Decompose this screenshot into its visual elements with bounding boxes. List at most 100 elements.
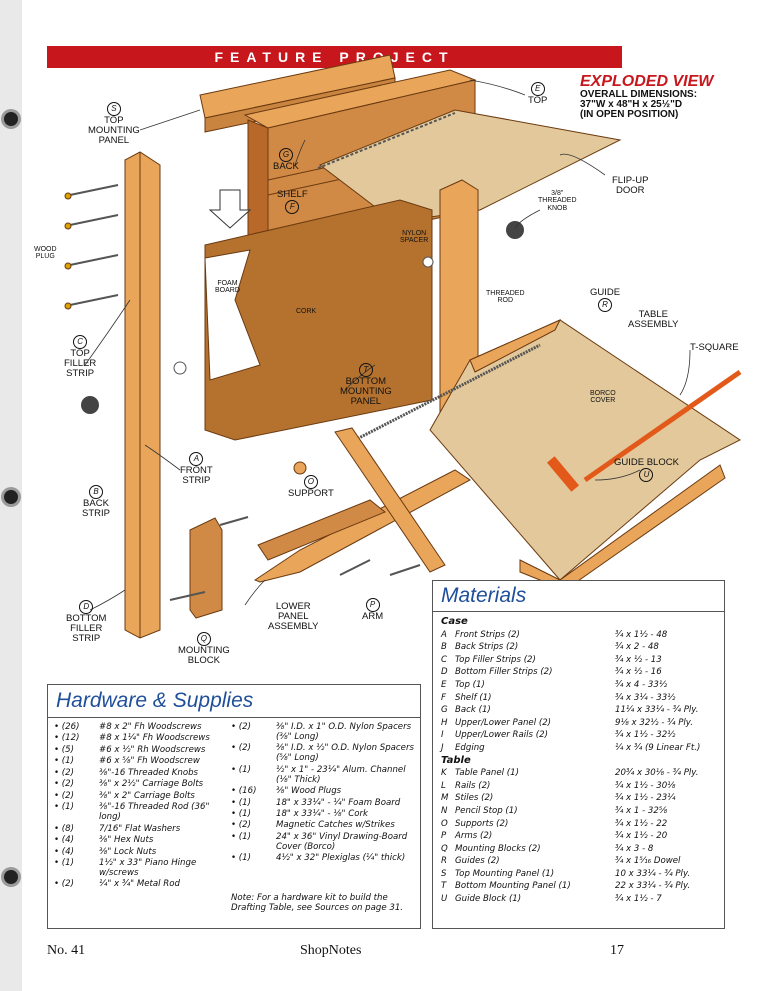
label-bottom-filler-strip: D BOTTOM FILLER STRIP — [66, 600, 107, 644]
materials-letter: T — [441, 881, 447, 892]
label-top-mounting-panel: S TOP MOUNTING PANEL — [88, 102, 140, 146]
label-top-filler-strip: C TOP FILLER STRIP — [64, 335, 97, 379]
hardware-item: • (1) ⅜"-16 Threaded Rod (36" long) — [54, 802, 224, 823]
label-nylon-spacer: NYLON SPACER — [400, 230, 429, 245]
materials-name: Upper/Lower Panel (2) — [455, 717, 552, 728]
hardware-quantity: • (1) — [54, 756, 74, 767]
hardware-description: ⅜" Wood Plugs — [276, 786, 342, 797]
hardware-item: • (4)⅜" Lock Nuts — [54, 847, 224, 858]
hardware-description: #8 x 2" Fh Woodscrews — [99, 722, 202, 732]
materials-name: Shelf (1) — [455, 692, 492, 703]
materials-size: 10 x 33¼ - ¾ Ply. — [615, 868, 691, 879]
label-wood-plug: WOOD PLUG — [34, 246, 57, 261]
materials-size: ¼ x ¾ (9 Linear Ft.) — [615, 742, 701, 753]
materials-name: Supports (2) — [455, 818, 509, 829]
materials-size: ¾ x 1½ - 30⅛ — [615, 780, 676, 791]
materials-size: 20¾ x 30⅛ - ¾ Ply. — [615, 768, 699, 779]
hardware-item: • (2)⅜" I.D. x 1" O.D. Nylon Spacers (⅜"… — [231, 722, 416, 743]
materials-size: ¾ x 1½ - 20 — [615, 831, 668, 842]
materials-size: ¾ x 1½ - 48 — [615, 629, 668, 640]
hardware-description: 1½" x 33" Piano Hinge w/screws — [99, 858, 197, 878]
hardware-description: ¼" x ¾" Metal Rod — [99, 879, 180, 890]
overall-dimensions-value: 37"W x 48"H x 25½"D — [580, 99, 683, 110]
materials-name: Top (1) — [455, 679, 485, 690]
hardware-quantity: • (26) — [54, 722, 80, 732]
hardware-item: • (1)4½" x 32" Plexiglas (¼" thick) — [231, 853, 416, 864]
hardware-description: ⅜"-16 Threaded Rod (36" long) — [99, 802, 210, 823]
support-arm-shape — [334, 427, 446, 573]
hardware-description: 18" x 33¼" - ¼" Foam Board — [276, 797, 401, 808]
binder-edge — [0, 0, 22, 991]
hardware-item: • (2)⅜" x 2½" Carriage Bolts — [54, 779, 224, 790]
label-table-assembly: TABLE ASSEMBLY — [628, 309, 679, 330]
materials-name: Edging — [455, 742, 485, 753]
label-borco-cover: BORCO COVER — [590, 390, 616, 405]
binder-hole — [4, 490, 18, 504]
materials-size: 9⅛ x 32½ - ¾ Ply. — [615, 717, 693, 728]
materials-letter: S — [441, 868, 447, 879]
hardware-description: #6 x ½" Rh Woodscrews — [99, 744, 206, 755]
label-threaded-knob: 3/8" THREADED KNOB — [538, 190, 577, 212]
materials-letter: B — [441, 642, 447, 653]
materials-letter: U — [441, 894, 448, 905]
label-cork: CORK — [296, 308, 317, 315]
hardware-quantity: • (2) — [231, 722, 251, 732]
mounting-block-shape — [189, 517, 223, 619]
hardware-quantity: • (2) — [54, 879, 74, 890]
materials-letter: J — [441, 742, 444, 753]
hardware-description: ⅜"-16 Threaded Knobs — [99, 767, 199, 778]
materials-letter: N — [441, 805, 448, 816]
hardware-description: Magnetic Catches w/Strikes — [276, 820, 395, 831]
materials-name: Top Mounting Panel (1) — [455, 868, 555, 879]
materials-size: ¾ x ½ - 13 — [615, 654, 662, 665]
materials-size: ¾ x 1½ - 7 — [615, 894, 662, 905]
open-position-note: (IN OPEN POSITION) — [580, 109, 679, 120]
hardware-item: • (5)#6 x ½" Rh Woodscrews — [54, 744, 224, 756]
materials-name: Top Filler Strips (2) — [455, 654, 536, 665]
label-foam-board: FOAM BOARD — [215, 280, 240, 295]
materials-name: Rails (2) — [455, 780, 491, 791]
materials-letter: P — [441, 831, 447, 842]
materials-name: Front Strips (2) — [455, 629, 520, 640]
front-strip-shape — [124, 151, 161, 639]
label-t-square: T-SQUARE — [690, 342, 739, 353]
hardware-item: • (2)⅜" I.D. x ½" O.D. Nylon Spacers (⅝"… — [231, 743, 416, 764]
hardware-description: #8 x 1¼" Fh Woodscrews — [99, 733, 210, 744]
materials-letter: D — [441, 667, 448, 678]
hardware-description: ⅜" x 2½" Carriage Bolts — [99, 779, 204, 790]
hardware-description: 18" x 33¼" - ⅛" Cork — [276, 808, 369, 819]
label-mounting-block: Q MOUNTING BLOCK — [178, 632, 230, 666]
hardware-item: • (8)7/16" Flat Washers — [54, 824, 224, 835]
hardware-quantity: • (1) — [54, 802, 74, 813]
materials-size: ¾ x 3¼ - 33½ — [615, 692, 676, 703]
hardware-item: • (1) #6 x ⅝" Fh Woodscrew — [54, 757, 224, 767]
hardware-quantity: • (2) — [54, 767, 74, 778]
materials-size: 11¼ x 33¼ - ¾ Ply. — [615, 705, 699, 716]
hardware-description: ⅜" x 2" Carriage Bolts — [99, 790, 195, 801]
materials-size: ¾ x 1⁵⁄₁₆ Dowel — [615, 856, 681, 867]
hardware-quantity: • (16) — [231, 786, 257, 797]
hardware-description: #6 x ⅝" Fh Woodscrew — [99, 756, 200, 767]
materials-letter: H — [441, 717, 448, 728]
hardware-item: • (1)1½" x 33" Piano Hinge w/screws — [54, 858, 224, 879]
exploded-view-header: EXPLODED VIEW OVERALL DIMENSIONS: 37"W x… — [580, 74, 713, 120]
hardware-item: • (16) ⅜" Wood Plugs — [231, 786, 416, 797]
hardware-item: • (26) #8 x 2" Fh Woodscrews — [54, 722, 224, 733]
threaded-knob-shape — [81, 396, 99, 414]
hardware-item: • (2)⅜" x 2" Carriage Bolts — [54, 790, 224, 802]
label-back-strip: B BACK STRIP — [82, 485, 110, 519]
hardware-item: • (1)24" x 36" Vinyl Drawing-Board Cover… — [231, 832, 416, 853]
materials-name: Guides (2) — [455, 856, 500, 867]
footer-page-number: 17 — [610, 943, 624, 958]
materials-title: Materials — [441, 584, 527, 607]
